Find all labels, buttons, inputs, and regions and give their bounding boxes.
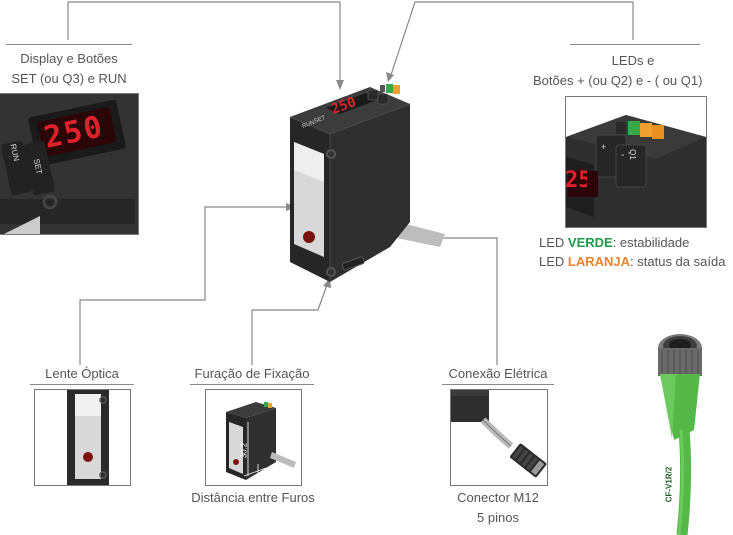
mount-callout-title: Furação de Fixação: [194, 366, 310, 381]
mount-dimension-label: 30.2: [239, 442, 249, 459]
lens-callout-rule: [30, 384, 134, 385]
led-legend-orange: LED LARANJA: status da saída: [539, 254, 733, 269]
cable-label: CF-V1R/2: [664, 466, 674, 503]
led-legend-orange-prefix: LED: [539, 254, 568, 269]
mount-callout-rule: [190, 384, 314, 385]
led-legend-orange-keyword: LARANJA: [567, 254, 631, 269]
leds-callout-line2: Botões + (ou Q2) e - ( ou Q1): [533, 73, 703, 88]
connection-closeup: [450, 389, 548, 486]
led-legend-orange-suffix: : status da saída: [630, 254, 726, 269]
leds-callout-line1: LEDs e: [611, 53, 655, 68]
m12-cable: [658, 334, 702, 535]
display-closeup: [0, 93, 139, 235]
display-callout-line2: SET (ou Q3) e RUN: [11, 71, 127, 86]
display-callout-rule: [6, 44, 132, 45]
leds-closeup: [565, 96, 707, 228]
connection-caption-line2: 5 pinos: [477, 510, 519, 525]
leds-closeup-q1: Q1: [627, 149, 637, 160]
display-callout-line1: Display e Botões: [20, 51, 118, 66]
leds-callout-rule: [570, 44, 700, 45]
leds-closeup-digits: 250: [565, 168, 587, 193]
led-legend-green-prefix: LED: [539, 235, 568, 250]
sensor-device: [289, 84, 445, 282]
connection-caption-line1: Conector M12: [457, 490, 539, 505]
led-legend-green: LED VERDE: estabilidade: [539, 235, 689, 250]
leds-closeup-minus: -: [621, 150, 625, 161]
lens-callout-title: Lente Óptica: [45, 366, 119, 381]
leds-closeup-plus: +: [601, 142, 607, 152]
led-legend-green-suffix: : estabilidade: [612, 235, 690, 250]
mount-caption: Distância entre Furos: [191, 490, 315, 505]
lens-closeup: [34, 389, 131, 486]
mount-closeup: [205, 389, 302, 486]
connection-callout-title: Conexão Elétrica: [448, 366, 548, 381]
connection-callout-rule: [442, 384, 554, 385]
led-legend-green-keyword: VERDE: [567, 235, 613, 250]
